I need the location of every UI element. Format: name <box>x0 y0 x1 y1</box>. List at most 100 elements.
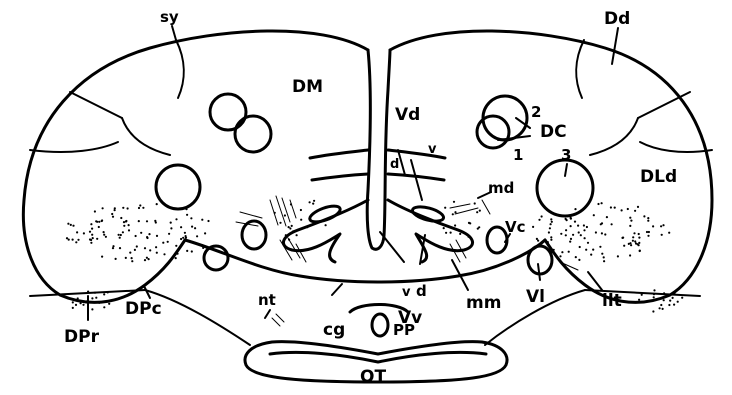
stipple-dot <box>155 246 157 248</box>
stipple-dot <box>658 298 660 300</box>
pp-oval <box>372 314 388 336</box>
stipple-dot <box>119 237 121 239</box>
dm-circle-upper <box>210 94 246 130</box>
stipple-dot <box>629 242 631 244</box>
label-vd: Vd <box>395 105 420 125</box>
stipple-dot <box>660 225 662 227</box>
label-md: md <box>488 179 514 197</box>
stipple-dot <box>623 245 625 247</box>
stipple-dot <box>549 227 551 229</box>
stipple-dot <box>194 227 196 229</box>
stipple-dot <box>443 227 445 229</box>
stipple-dot <box>468 222 470 224</box>
stipple-dot <box>170 227 172 229</box>
stipple-dot <box>80 302 82 304</box>
stipple-dot <box>112 247 114 249</box>
label-ot: OT <box>360 367 386 387</box>
stipple-dot <box>98 226 100 228</box>
stipple-dot <box>72 307 74 309</box>
stipple-dot <box>186 214 188 216</box>
stipple-dot <box>170 222 172 224</box>
stipple-dot <box>201 219 203 221</box>
stipple-dot <box>204 232 206 234</box>
label-llt: llt <box>602 291 622 311</box>
stipple-dot <box>548 231 550 233</box>
stipple-dot <box>175 257 177 259</box>
stipple-dot <box>601 253 603 255</box>
stipple-dot <box>611 223 613 225</box>
stipple-dot <box>585 249 587 251</box>
stipple-dot <box>669 300 671 302</box>
stipple-dot <box>105 236 107 238</box>
stipple-dot <box>136 245 138 247</box>
label-vl: Vl <box>526 287 545 307</box>
stipple-dot <box>325 224 327 226</box>
stipple-dot <box>653 293 655 295</box>
dc-circle-3 <box>537 160 593 216</box>
label-pp: PP <box>393 321 415 339</box>
stipple-dot <box>72 301 74 303</box>
stipple-dot <box>103 234 105 236</box>
stipple-dot <box>67 223 69 225</box>
stipple-dot <box>139 204 141 206</box>
label-sy: sy <box>160 8 179 26</box>
stipple-dot <box>639 250 641 252</box>
stipple-dot <box>590 254 592 256</box>
stipple-dot <box>663 299 665 301</box>
stipple-dot <box>144 247 146 249</box>
stipple-dot <box>186 250 188 252</box>
stipple-dot <box>653 289 655 291</box>
stipple-dot <box>638 233 640 235</box>
stipple-dot <box>668 304 670 306</box>
stipple-dot <box>306 226 308 228</box>
stipple-dot <box>599 246 601 248</box>
stipple-dot <box>115 258 117 260</box>
stipple-dot <box>77 297 79 299</box>
stipple-dot <box>123 221 125 223</box>
stipple-dot <box>647 235 649 237</box>
stipple-dot <box>604 233 606 235</box>
stipple-dot <box>135 235 137 237</box>
stipple-dot <box>587 242 589 244</box>
stipple-dot <box>681 297 683 299</box>
stipple-dot <box>125 220 127 222</box>
right-sulcus-mid <box>590 118 638 155</box>
stipple-dot <box>92 237 94 239</box>
stipple-dot <box>89 231 91 233</box>
stipple-dot <box>128 224 130 226</box>
stipple-dot <box>630 244 632 246</box>
stipple-dot <box>586 226 588 228</box>
stipple-dot <box>156 252 158 254</box>
stipple-dot <box>606 216 608 218</box>
left-lateral-nucleus <box>156 165 200 209</box>
stipple-dot <box>300 228 302 230</box>
stipple-dot <box>300 219 302 221</box>
stipple-dot <box>603 256 605 258</box>
stipple-dot <box>127 207 129 209</box>
left-sulcus-side <box>70 92 122 118</box>
stipple-dot <box>553 249 555 251</box>
stipple-dot <box>538 219 540 221</box>
stipple-dot <box>551 251 553 253</box>
stipple-dot <box>94 210 96 212</box>
stipple-dot <box>622 237 624 239</box>
stipple-dot <box>90 223 92 225</box>
stipple-dot <box>550 223 552 225</box>
stipple-dot <box>627 208 629 210</box>
stipple-dot <box>75 241 77 243</box>
stipple-dot <box>668 232 670 234</box>
stipple-dot <box>142 207 144 209</box>
label-v-lower: v <box>402 285 411 300</box>
stipple-dot <box>550 239 552 241</box>
stipple-dot <box>72 239 74 241</box>
stipple-dot <box>478 226 480 228</box>
stipple-dot <box>580 234 582 236</box>
stipple-dot <box>72 225 74 227</box>
stipple-dot <box>83 232 85 234</box>
label-dc-3: 3 <box>561 146 571 164</box>
stipple-dot <box>182 237 184 239</box>
stipple-dot <box>90 239 92 241</box>
stipple-dot <box>584 237 586 239</box>
label-cg: cg <box>323 320 345 340</box>
stipple-dot <box>175 245 177 247</box>
